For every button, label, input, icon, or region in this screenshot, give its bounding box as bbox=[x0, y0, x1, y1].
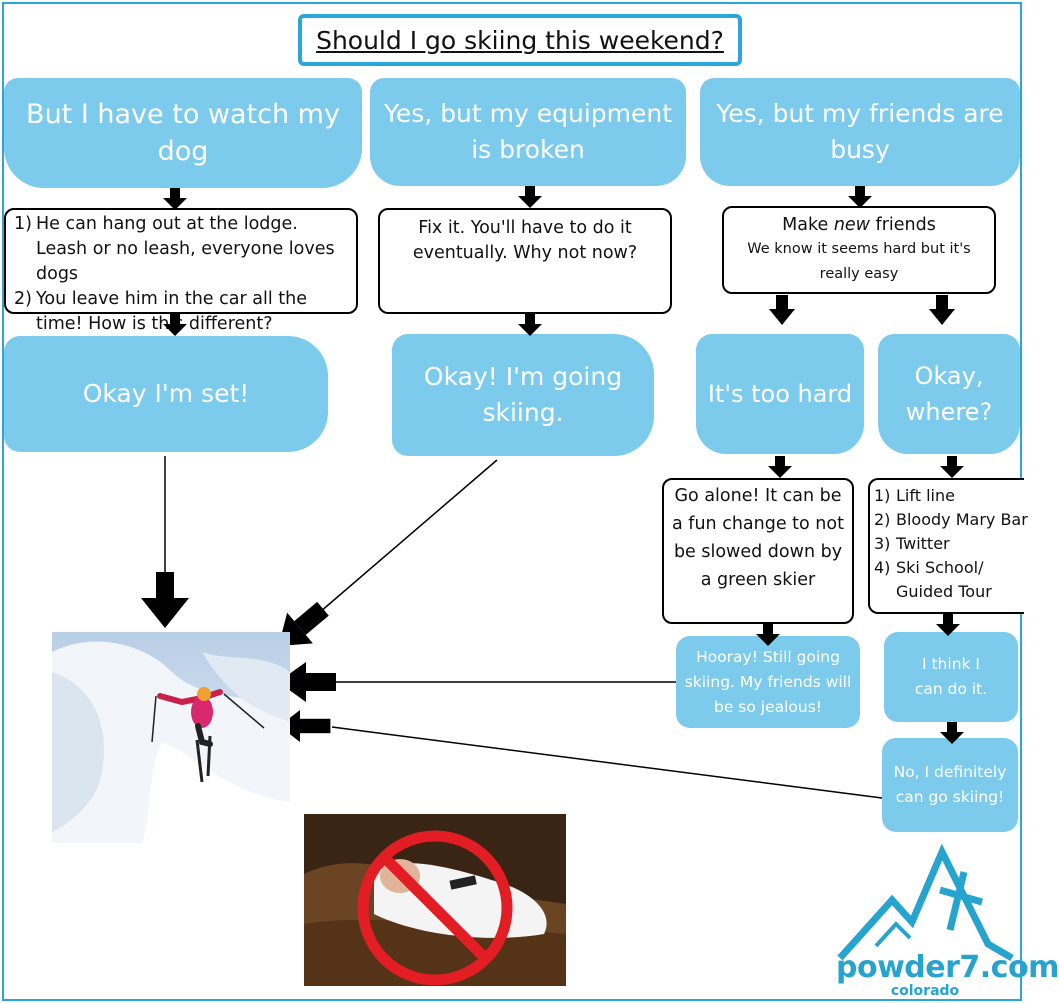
arrow-down-where-4 bbox=[940, 722, 964, 744]
result-dog: Okay I'm set! bbox=[4, 336, 328, 452]
arrow-big-dog bbox=[141, 572, 189, 628]
answer-dog-item-1: 1) He can hang out at the lodge. Leash o… bbox=[14, 214, 335, 284]
question-equipment: Yes, but my equipment is broken bbox=[370, 78, 686, 186]
result-hooray: Hooray! Still going skiing. My friends w… bbox=[676, 636, 860, 728]
arrow-down-equip-2 bbox=[518, 314, 542, 336]
arrow-down-where bbox=[929, 295, 955, 325]
title-text: Should I go skiing this weekend? bbox=[316, 25, 724, 55]
arrow-down-too-hard bbox=[769, 295, 795, 325]
powder7-logo: powder7.com colorado bbox=[836, 843, 1059, 1000]
arrow-down-equip-1 bbox=[518, 186, 542, 208]
answer-equipment: Fix it. You'll have to do it eventually.… bbox=[378, 208, 672, 314]
line-equip-to-photo bbox=[319, 459, 498, 613]
result-think: I think I can do it. bbox=[884, 632, 1018, 722]
answer-dog-item-2: 2) You leave him in the car all the time… bbox=[14, 289, 307, 334]
answer-friends-line1: Make new friends bbox=[782, 215, 936, 235]
arrow-down-hard-2 bbox=[768, 456, 792, 478]
place-item-3: 3)Twitter bbox=[874, 534, 950, 553]
arrow-down-where-2 bbox=[940, 456, 964, 478]
logo-sub: colorado bbox=[890, 983, 960, 999]
arrow-down-dog-1 bbox=[163, 188, 187, 210]
arrow-down-friends-1 bbox=[848, 186, 872, 208]
label-too-hard: It's too hard bbox=[696, 334, 864, 454]
arrow-down-hard-3 bbox=[756, 624, 780, 646]
question-dog: But I have to watch my dog bbox=[4, 78, 362, 188]
mountain-logo-icon bbox=[837, 843, 1014, 962]
result-definitely: No, I definitely can go skiing! bbox=[882, 738, 1018, 832]
flowchart-title: Should I go skiing this weekend? bbox=[298, 14, 742, 66]
logo-name: powder7.com bbox=[836, 950, 1059, 985]
place-item-4: 4)Ski School/ Guided Tour bbox=[874, 558, 992, 601]
label-where: Okay, where? bbox=[878, 334, 1020, 454]
skier-photo bbox=[52, 632, 290, 843]
line-definitely-to-photo bbox=[331, 726, 883, 799]
answer-friends-line2: We know it seems hard but it's really ea… bbox=[747, 241, 971, 282]
arrow-down-dog-2 bbox=[163, 314, 187, 336]
couch-photo bbox=[304, 814, 566, 986]
advice-go-alone: Go alone! It can be a fun change to not … bbox=[662, 478, 854, 624]
answer-dog: 1) He can hang out at the lodge. Leash o… bbox=[4, 208, 358, 334]
arrow-down-where-3 bbox=[936, 614, 960, 636]
result-equipment: Okay! I'm going skiing. bbox=[392, 334, 654, 456]
answer-friends: Make new friends We know it seems hard b… bbox=[722, 206, 996, 294]
question-friends: Yes, but my friends are busy bbox=[700, 78, 1020, 186]
place-item-2: 2)Bloody Mary Bar bbox=[874, 510, 1028, 529]
place-item-1: 1)Lift line bbox=[874, 486, 955, 505]
places-list: 1)Lift line 2)Bloody Mary Bar 3)Twitter … bbox=[868, 478, 1028, 614]
